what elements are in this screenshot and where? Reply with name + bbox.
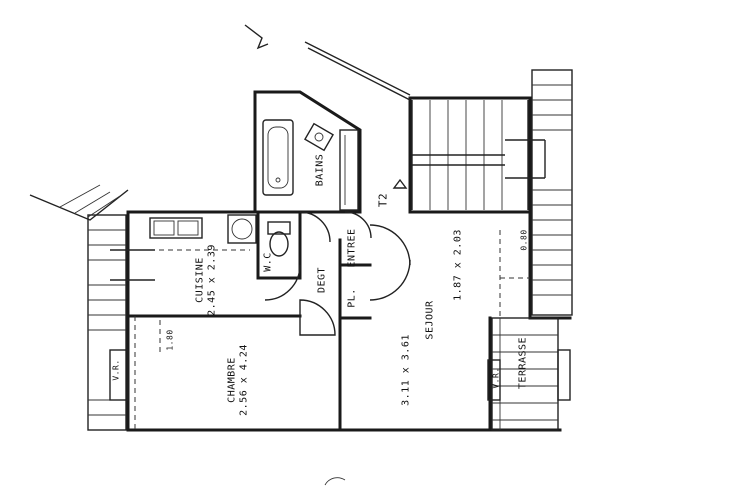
label-vr-right: V.R. <box>491 367 501 389</box>
left-facade-hatching <box>29 184 129 431</box>
kitchen-appliance <box>227 214 257 244</box>
room-label-cuisine: CUISINE <box>194 257 206 303</box>
label-vr-left: V.R. <box>111 359 121 381</box>
door-swings <box>264 211 411 336</box>
room-dims-cuisine: 2.45 x 2.39 <box>206 244 218 316</box>
stairwell <box>411 100 546 210</box>
room-label-chambre: CHAMBRE <box>226 357 238 403</box>
room-label-sejour: SEJOUR <box>424 300 436 340</box>
kitchen-sink <box>149 217 203 239</box>
room-dims-sejour: 3.11 x 3.61 <box>400 334 412 406</box>
unit-type-label: T2 <box>376 192 390 208</box>
room-label-bains: BAINS <box>314 153 326 187</box>
terrace <box>491 317 571 431</box>
room-label-degt: DEGT <box>316 266 328 294</box>
exterior-walls <box>126 90 572 432</box>
bedroom-closet <box>134 316 161 430</box>
bathroom-sink <box>304 122 334 152</box>
room-dims-chambre: 2.56 x 4.24 <box>238 344 250 416</box>
dim-sejour-alcove: 0.80 <box>519 229 529 251</box>
dim-chambre-alcove: 1.80 <box>165 329 175 351</box>
room-dims-sejour-2: 1.87 x 2.03 <box>452 229 464 301</box>
bath-cabinet <box>339 129 359 211</box>
windows <box>109 249 501 401</box>
interior-walls <box>126 210 532 432</box>
room-label-wc: W.C <box>262 252 274 272</box>
room-label-entree: ENTREE <box>346 228 358 268</box>
top-marks <box>244 24 411 189</box>
room-label-terrasse: TERRASSE <box>517 336 529 390</box>
facade-hatching <box>531 69 573 316</box>
toilet <box>267 221 291 257</box>
room-label-placard: PL. <box>346 288 358 308</box>
bathtub <box>262 119 294 196</box>
scan-mark <box>324 477 346 486</box>
sejour-alcove <box>499 230 530 318</box>
